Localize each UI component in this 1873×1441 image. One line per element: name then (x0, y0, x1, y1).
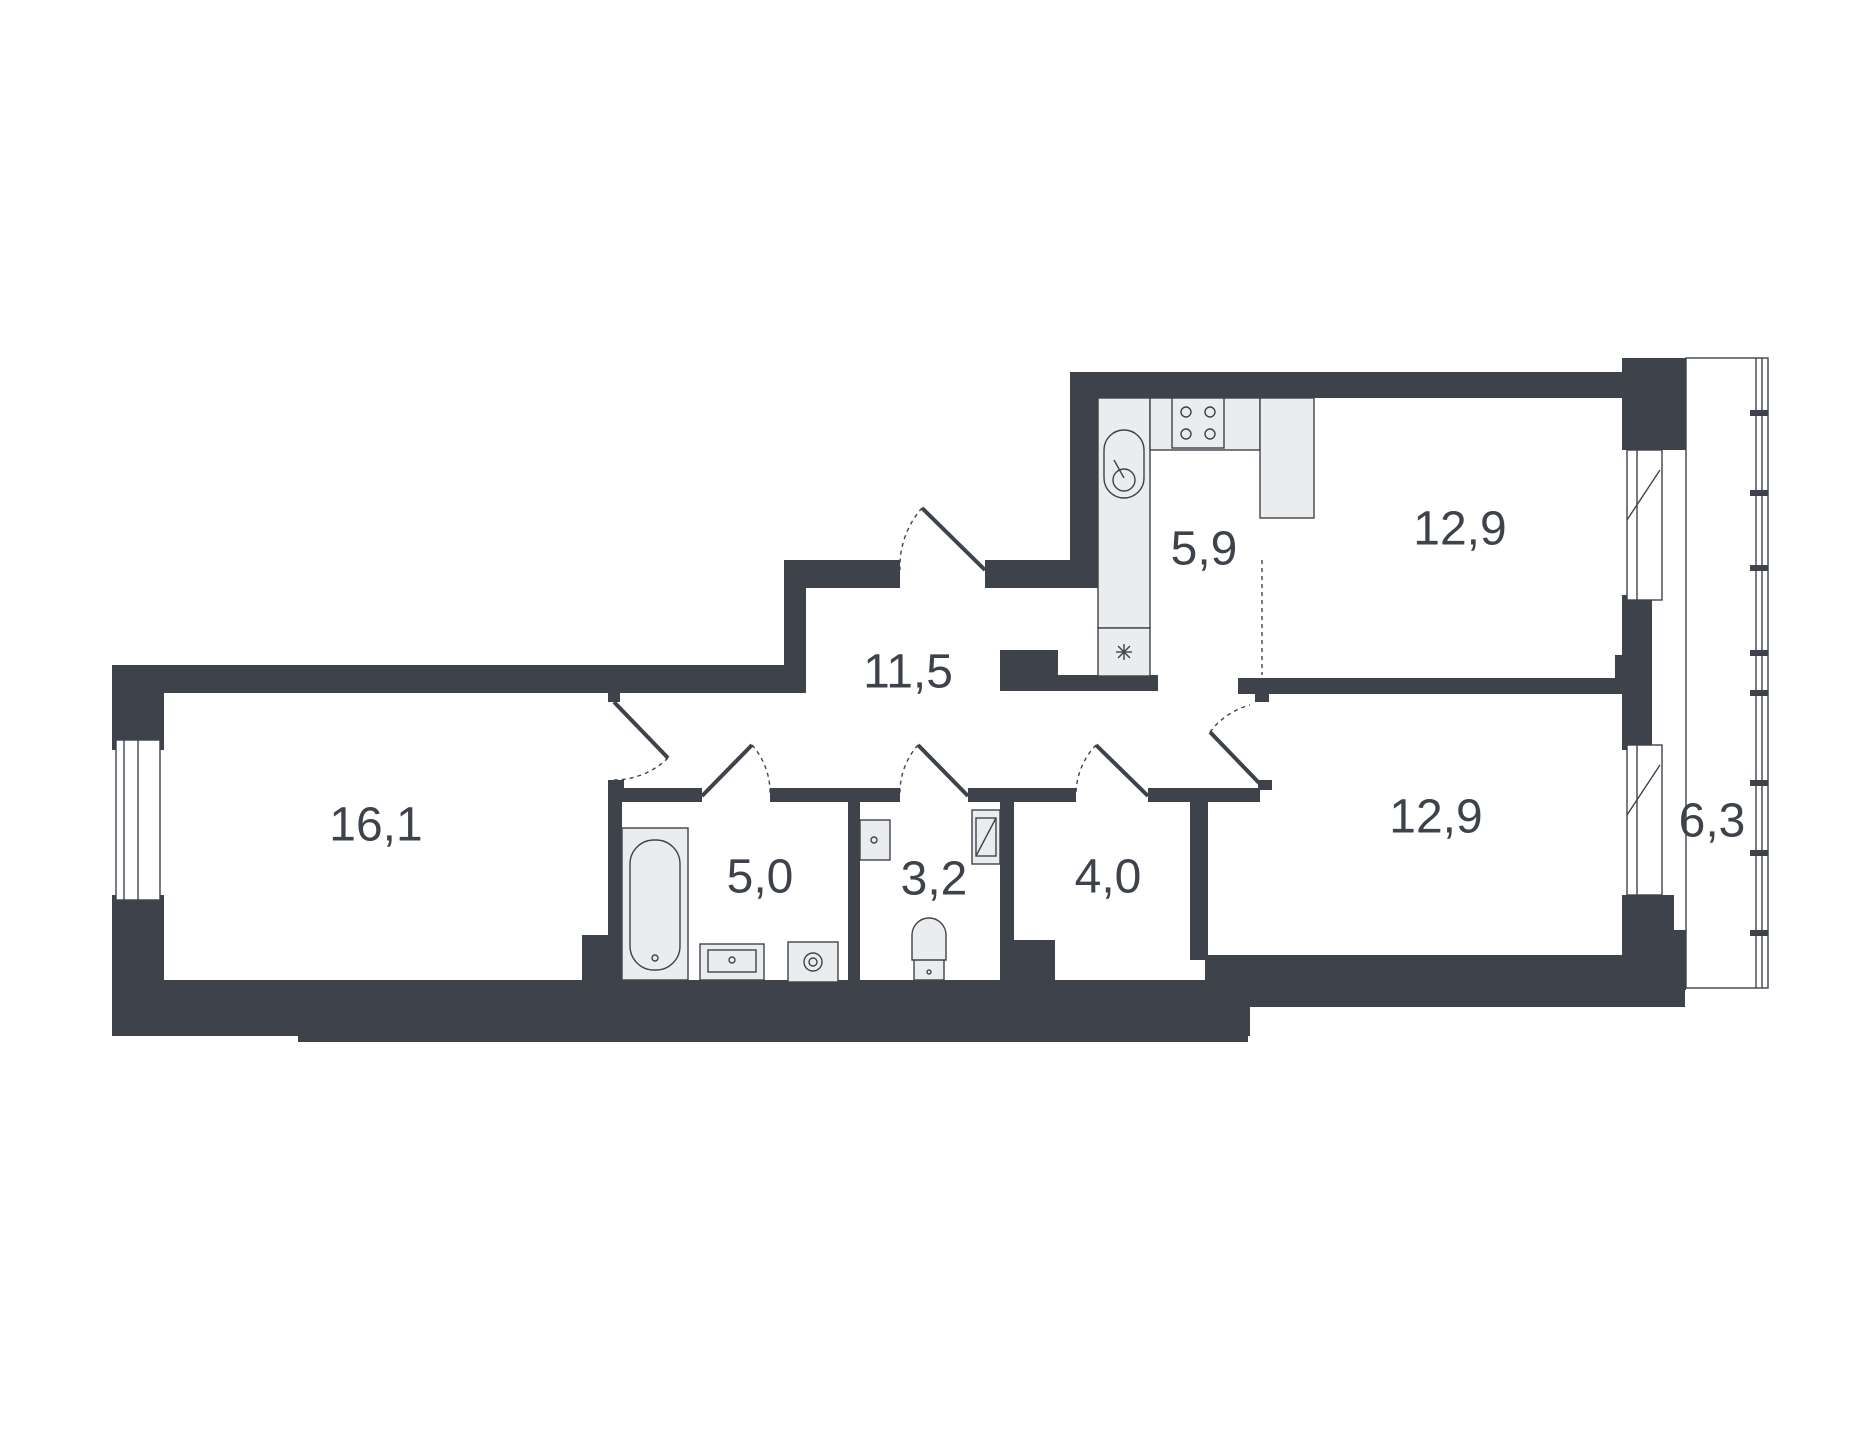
fan-icon (1097, 627, 1151, 677)
bedroom-bottom-window (1626, 744, 1663, 896)
wc-fixtures (859, 809, 1001, 981)
wc-door (916, 743, 970, 798)
kitchen-sink-icon (1103, 429, 1145, 499)
room-area-balcony: 6,3 (1679, 795, 1746, 848)
bedroom-top-window (1626, 449, 1663, 601)
toilet-icon (911, 917, 947, 981)
washbasin-icon (699, 943, 765, 981)
room-area-living: 16,1 (329, 799, 422, 852)
balcony-glazing (1685, 357, 1769, 989)
washing-machine-icon (787, 941, 839, 983)
washbasin-icon (859, 819, 891, 861)
interior-walls (582, 650, 1635, 986)
windows (115, 357, 1769, 989)
doors (612, 506, 1264, 798)
stove-icon (1171, 397, 1225, 449)
living-door (612, 700, 670, 760)
room-area-bedroom-top: 12,9 (1413, 503, 1506, 556)
room-area-wc: 3,2 (901, 853, 968, 906)
room-area-storage: 4,0 (1075, 851, 1142, 904)
room-area-bathroom: 5,0 (727, 851, 794, 904)
kitchen-counter-right (1259, 397, 1315, 519)
bathroom-door (700, 743, 754, 798)
bathtub-icon (621, 827, 689, 981)
bedroom-bottom-door (1208, 730, 1264, 788)
kitchen-fixtures (1097, 397, 1315, 677)
bathroom-fixtures (621, 827, 839, 983)
room-area-hall: 11,5 (863, 646, 953, 699)
storage-door (1094, 743, 1150, 798)
water-heater-icon (971, 809, 1001, 865)
room-area-kitchen: 5,9 (1171, 523, 1238, 576)
room-labels: 16,1 11,5 5,9 12,9 12,9 5,0 3,2 4,0 6,3 (329, 503, 1745, 906)
room-area-bedroom-bottom: 12,9 (1389, 791, 1482, 844)
entrance-door (920, 506, 987, 572)
outer-walls (112, 358, 1687, 1042)
